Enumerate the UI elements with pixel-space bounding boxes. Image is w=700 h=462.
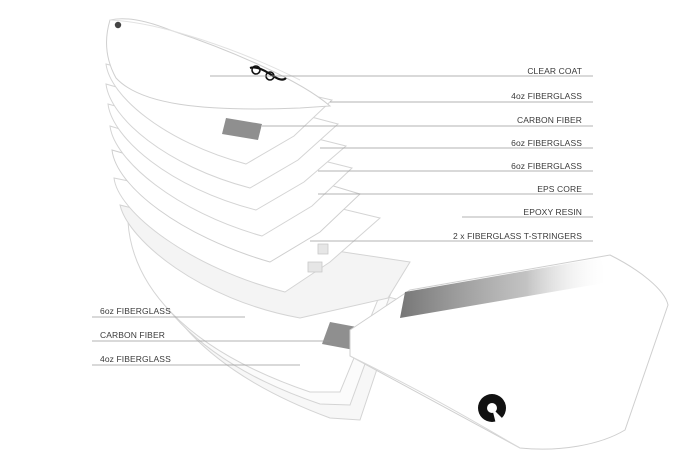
label-4oz-fiberglass: 4oz FIBERGLASS <box>511 91 582 101</box>
label-6oz-fiberglass-2: 6oz FIBERGLASS <box>511 161 582 171</box>
nose-dot-icon <box>114 21 122 29</box>
q-logo-icon <box>478 394 506 424</box>
label-carbon-fiber: CARBON FIBER <box>517 115 582 125</box>
label-2x-fiberglass-t-stringers: 2 x FIBERGLASS T-STRINGERS <box>452 231 582 241</box>
label-bottom-4oz-fiberglass: 4oz FIBERGLASS <box>100 354 171 364</box>
stringer-right <box>317 243 329 255</box>
board-tail-carbon-fade <box>400 258 610 318</box>
clear-coat-top-edge <box>109 19 301 81</box>
label-clear-coat: CLEAR COAT <box>527 66 582 76</box>
label-eps-core: EPS CORE <box>537 184 582 194</box>
label-bottom-carbon-fiber: CARBON FIBER <box>100 330 165 340</box>
leader-lines <box>92 75 593 366</box>
label-epoxy-resin: EPOXY RESIN <box>523 207 582 217</box>
label-6oz-fiberglass-1: 6oz FIBERGLASS <box>511 138 582 148</box>
carbon-strip-top <box>222 118 262 140</box>
stringer-left <box>307 261 323 273</box>
label-bottom-6oz-fiberglass: 6oz FIBERGLASS <box>100 306 171 316</box>
board-tail-bottom-edge <box>349 355 521 449</box>
torq-logo <box>249 65 287 81</box>
